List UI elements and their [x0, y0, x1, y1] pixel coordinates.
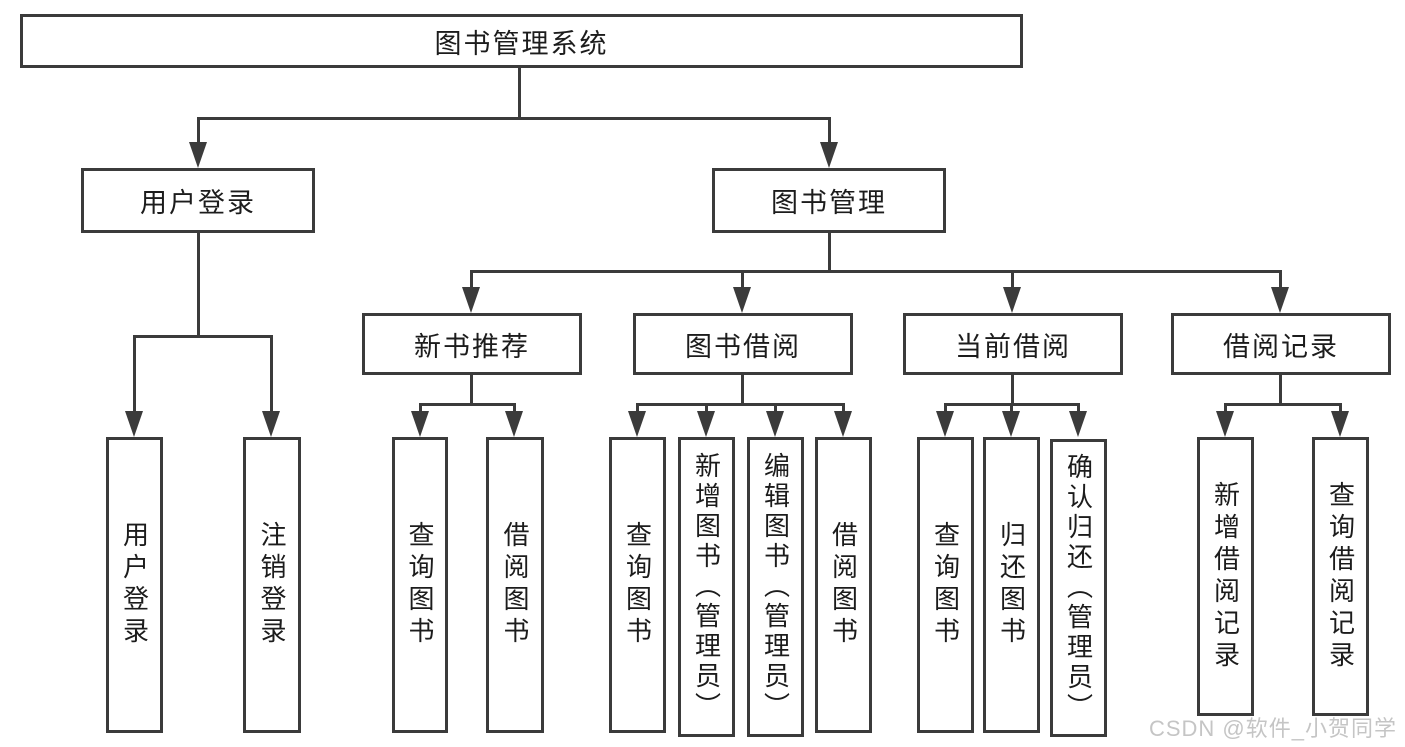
arrow-down-icon — [766, 411, 784, 437]
csdn-watermark: CSDN @软件_小贺同学 — [1148, 716, 1397, 741]
node-leaf-edit-books-admin: 编辑图书（管理员） — [747, 437, 804, 737]
arrow-down-icon — [834, 411, 852, 437]
connector-line — [828, 117, 831, 146]
arrow-down-icon — [628, 411, 646, 437]
connector-line — [741, 375, 744, 406]
connector-line — [944, 403, 947, 413]
connector-line — [197, 233, 200, 337]
connector-line — [419, 403, 422, 413]
connector-line — [197, 117, 831, 120]
node-leaf-borrow-books-2: 借阅图书 — [815, 437, 872, 733]
node-root: 图书管理系统 — [20, 14, 1023, 68]
arrow-down-icon — [1003, 287, 1021, 313]
connector-line — [842, 403, 845, 413]
connector-line — [741, 270, 744, 292]
arrow-down-icon — [189, 142, 207, 168]
connector-line — [518, 68, 521, 118]
connector-line — [636, 403, 639, 413]
connector-line — [1011, 270, 1014, 292]
arrow-down-icon — [697, 411, 715, 437]
arrow-down-icon — [1216, 411, 1234, 437]
arrow-down-icon — [733, 287, 751, 313]
connector-line — [636, 403, 845, 406]
connector-line — [1224, 403, 1227, 413]
connector-line — [774, 403, 777, 413]
node-leaf-query-books-2: 查询图书 — [609, 437, 666, 733]
connector-line — [1224, 403, 1342, 406]
node-book-management: 图书管理 — [712, 168, 946, 233]
node-borrowing-records: 借阅记录 — [1171, 313, 1391, 375]
arrow-down-icon — [462, 287, 480, 313]
node-current-borrowing: 当前借阅 — [903, 313, 1123, 375]
connector-line — [705, 403, 708, 413]
node-leaf-borrow-books-1: 借阅图书 — [486, 437, 544, 733]
connector-line — [470, 375, 473, 406]
node-leaf-add-books-admin: 新增图书（管理员） — [678, 437, 735, 737]
connector-line — [513, 403, 516, 413]
arrow-down-icon — [1331, 411, 1349, 437]
connector-line — [1010, 403, 1013, 413]
connector-line — [270, 335, 273, 413]
node-leaf-return-books: 归还图书 — [983, 437, 1040, 733]
connector-line — [419, 403, 516, 406]
node-leaf-query-books-1: 查询图书 — [392, 437, 448, 733]
node-leaf-user-login: 用户登录 — [106, 437, 163, 733]
connector-line — [1279, 375, 1282, 406]
connector-line — [828, 233, 831, 272]
connector-line — [197, 117, 200, 146]
connector-line — [133, 335, 273, 338]
node-leaf-query-borrow-record: 查询借阅记录 — [1312, 437, 1369, 716]
arrow-down-icon — [820, 142, 838, 168]
node-leaf-confirm-return-admin: 确认归还（管理员） — [1050, 439, 1107, 737]
connector-line — [470, 270, 473, 292]
connector-line — [1077, 403, 1080, 413]
arrow-down-icon — [1271, 287, 1289, 313]
node-leaf-query-books-3: 查询图书 — [917, 437, 974, 733]
node-leaf-logout: 注销登录 — [243, 437, 301, 733]
connector-line — [1339, 403, 1342, 413]
arrow-down-icon — [411, 411, 429, 437]
connector-line — [1279, 270, 1282, 292]
arrow-down-icon — [125, 411, 143, 437]
arrow-down-icon — [1069, 411, 1087, 437]
connector-line — [133, 335, 136, 413]
arrow-down-icon — [1002, 411, 1020, 437]
node-user-login: 用户登录 — [81, 168, 315, 233]
arrow-down-icon — [505, 411, 523, 437]
arrow-down-icon — [936, 411, 954, 437]
connector-line — [470, 270, 1282, 273]
connector-line — [1011, 375, 1014, 406]
node-new-book-recommend: 新书推荐 — [362, 313, 582, 375]
node-leaf-add-borrow-record: 新增借阅记录 — [1197, 437, 1254, 716]
arrow-down-icon — [262, 411, 280, 437]
node-book-borrowing: 图书借阅 — [633, 313, 853, 375]
